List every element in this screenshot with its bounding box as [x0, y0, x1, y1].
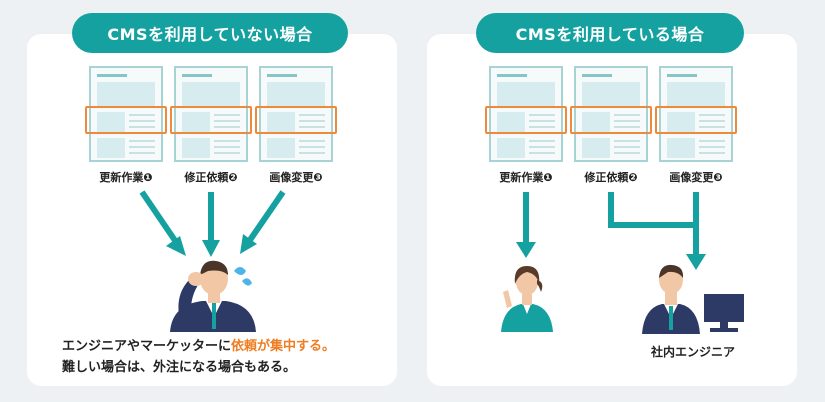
doc-label-fix-request: 修正依頼❷: [584, 171, 638, 184]
highlight-frame: [170, 106, 252, 134]
troubled-engineer-icon: [170, 260, 256, 332]
doc-label-image-change: 画像変更❸: [669, 171, 723, 184]
caption-highlight: 依頼が集中する。: [231, 339, 336, 354]
document-thumbnail: [174, 66, 248, 162]
doc-label-update: 更新作業❶: [99, 171, 153, 184]
caption-outsourcing: 難しい場合は、外注になる場合もある。: [62, 360, 297, 375]
highlight-frame: [85, 106, 167, 134]
highlight-frame: [485, 106, 567, 134]
document-thumbnail: [489, 66, 563, 162]
in-house-engineer-label: 社内エンジニア: [650, 345, 735, 359]
caption-text: エンジニアやマーケッターに: [62, 339, 232, 354]
document-thumbnail: [574, 66, 648, 162]
connector-line: [608, 222, 699, 228]
document-thumbnail: [259, 66, 333, 162]
staff-woman-icon: [501, 266, 553, 332]
title-with-cms: CMSを利用している場合: [476, 13, 744, 53]
caption-request-concentration: エンジニアやマーケッターに依頼が集中する。: [62, 335, 335, 354]
in-house-engineer-icon: [642, 264, 744, 334]
document-thumbnail: [659, 66, 733, 162]
document-thumbnail: [89, 66, 163, 162]
doc-label-image-change: 画像変更❸: [269, 171, 323, 184]
highlight-frame: [255, 106, 337, 134]
highlight-frame: [655, 106, 737, 134]
doc-label-update: 更新作業❶: [499, 171, 553, 184]
title-without-cms: CMSを利用していない場合: [72, 13, 348, 53]
doc-label-fix-request: 修正依頼❷: [184, 171, 238, 184]
arrow-shaft: [523, 192, 529, 242]
connector-line: [608, 192, 614, 226]
highlight-frame: [570, 106, 652, 134]
